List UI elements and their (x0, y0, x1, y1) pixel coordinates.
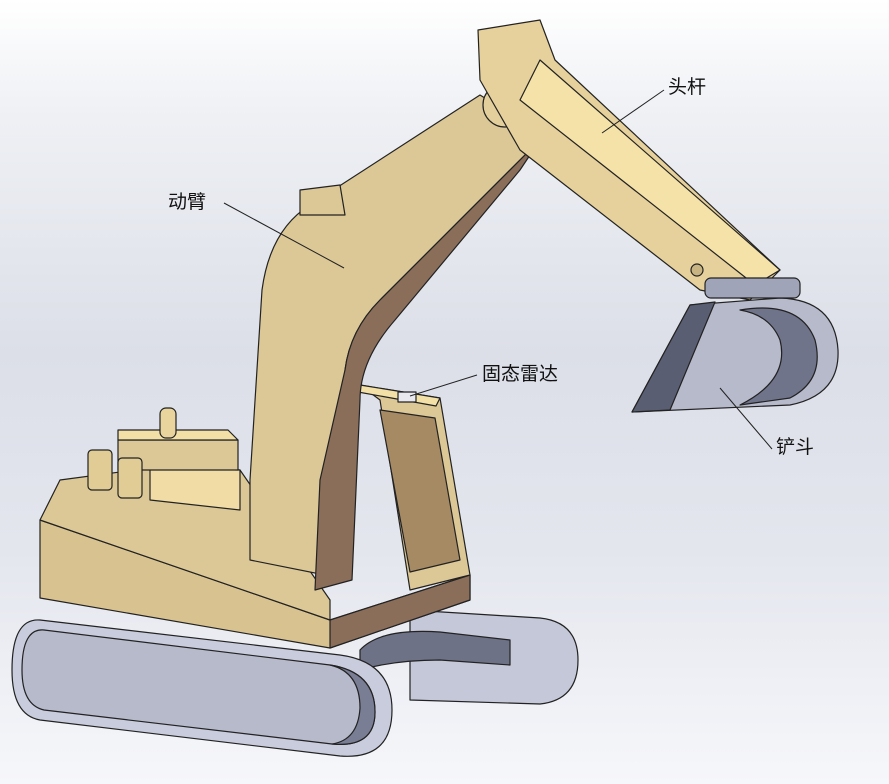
boom (249, 82, 541, 591)
label-arm: 头杆 (668, 76, 707, 98)
track-front (11, 619, 393, 757)
cab (357, 384, 471, 591)
bucket (631, 277, 839, 413)
label-lidar: 固态雷达 (482, 363, 559, 385)
track-rear (359, 609, 579, 705)
label-bucket: 铲斗 (776, 436, 815, 458)
lidar-sensor (397, 391, 417, 403)
label-boom: 动臂 (168, 191, 207, 213)
leader-lines (223, 89, 773, 450)
